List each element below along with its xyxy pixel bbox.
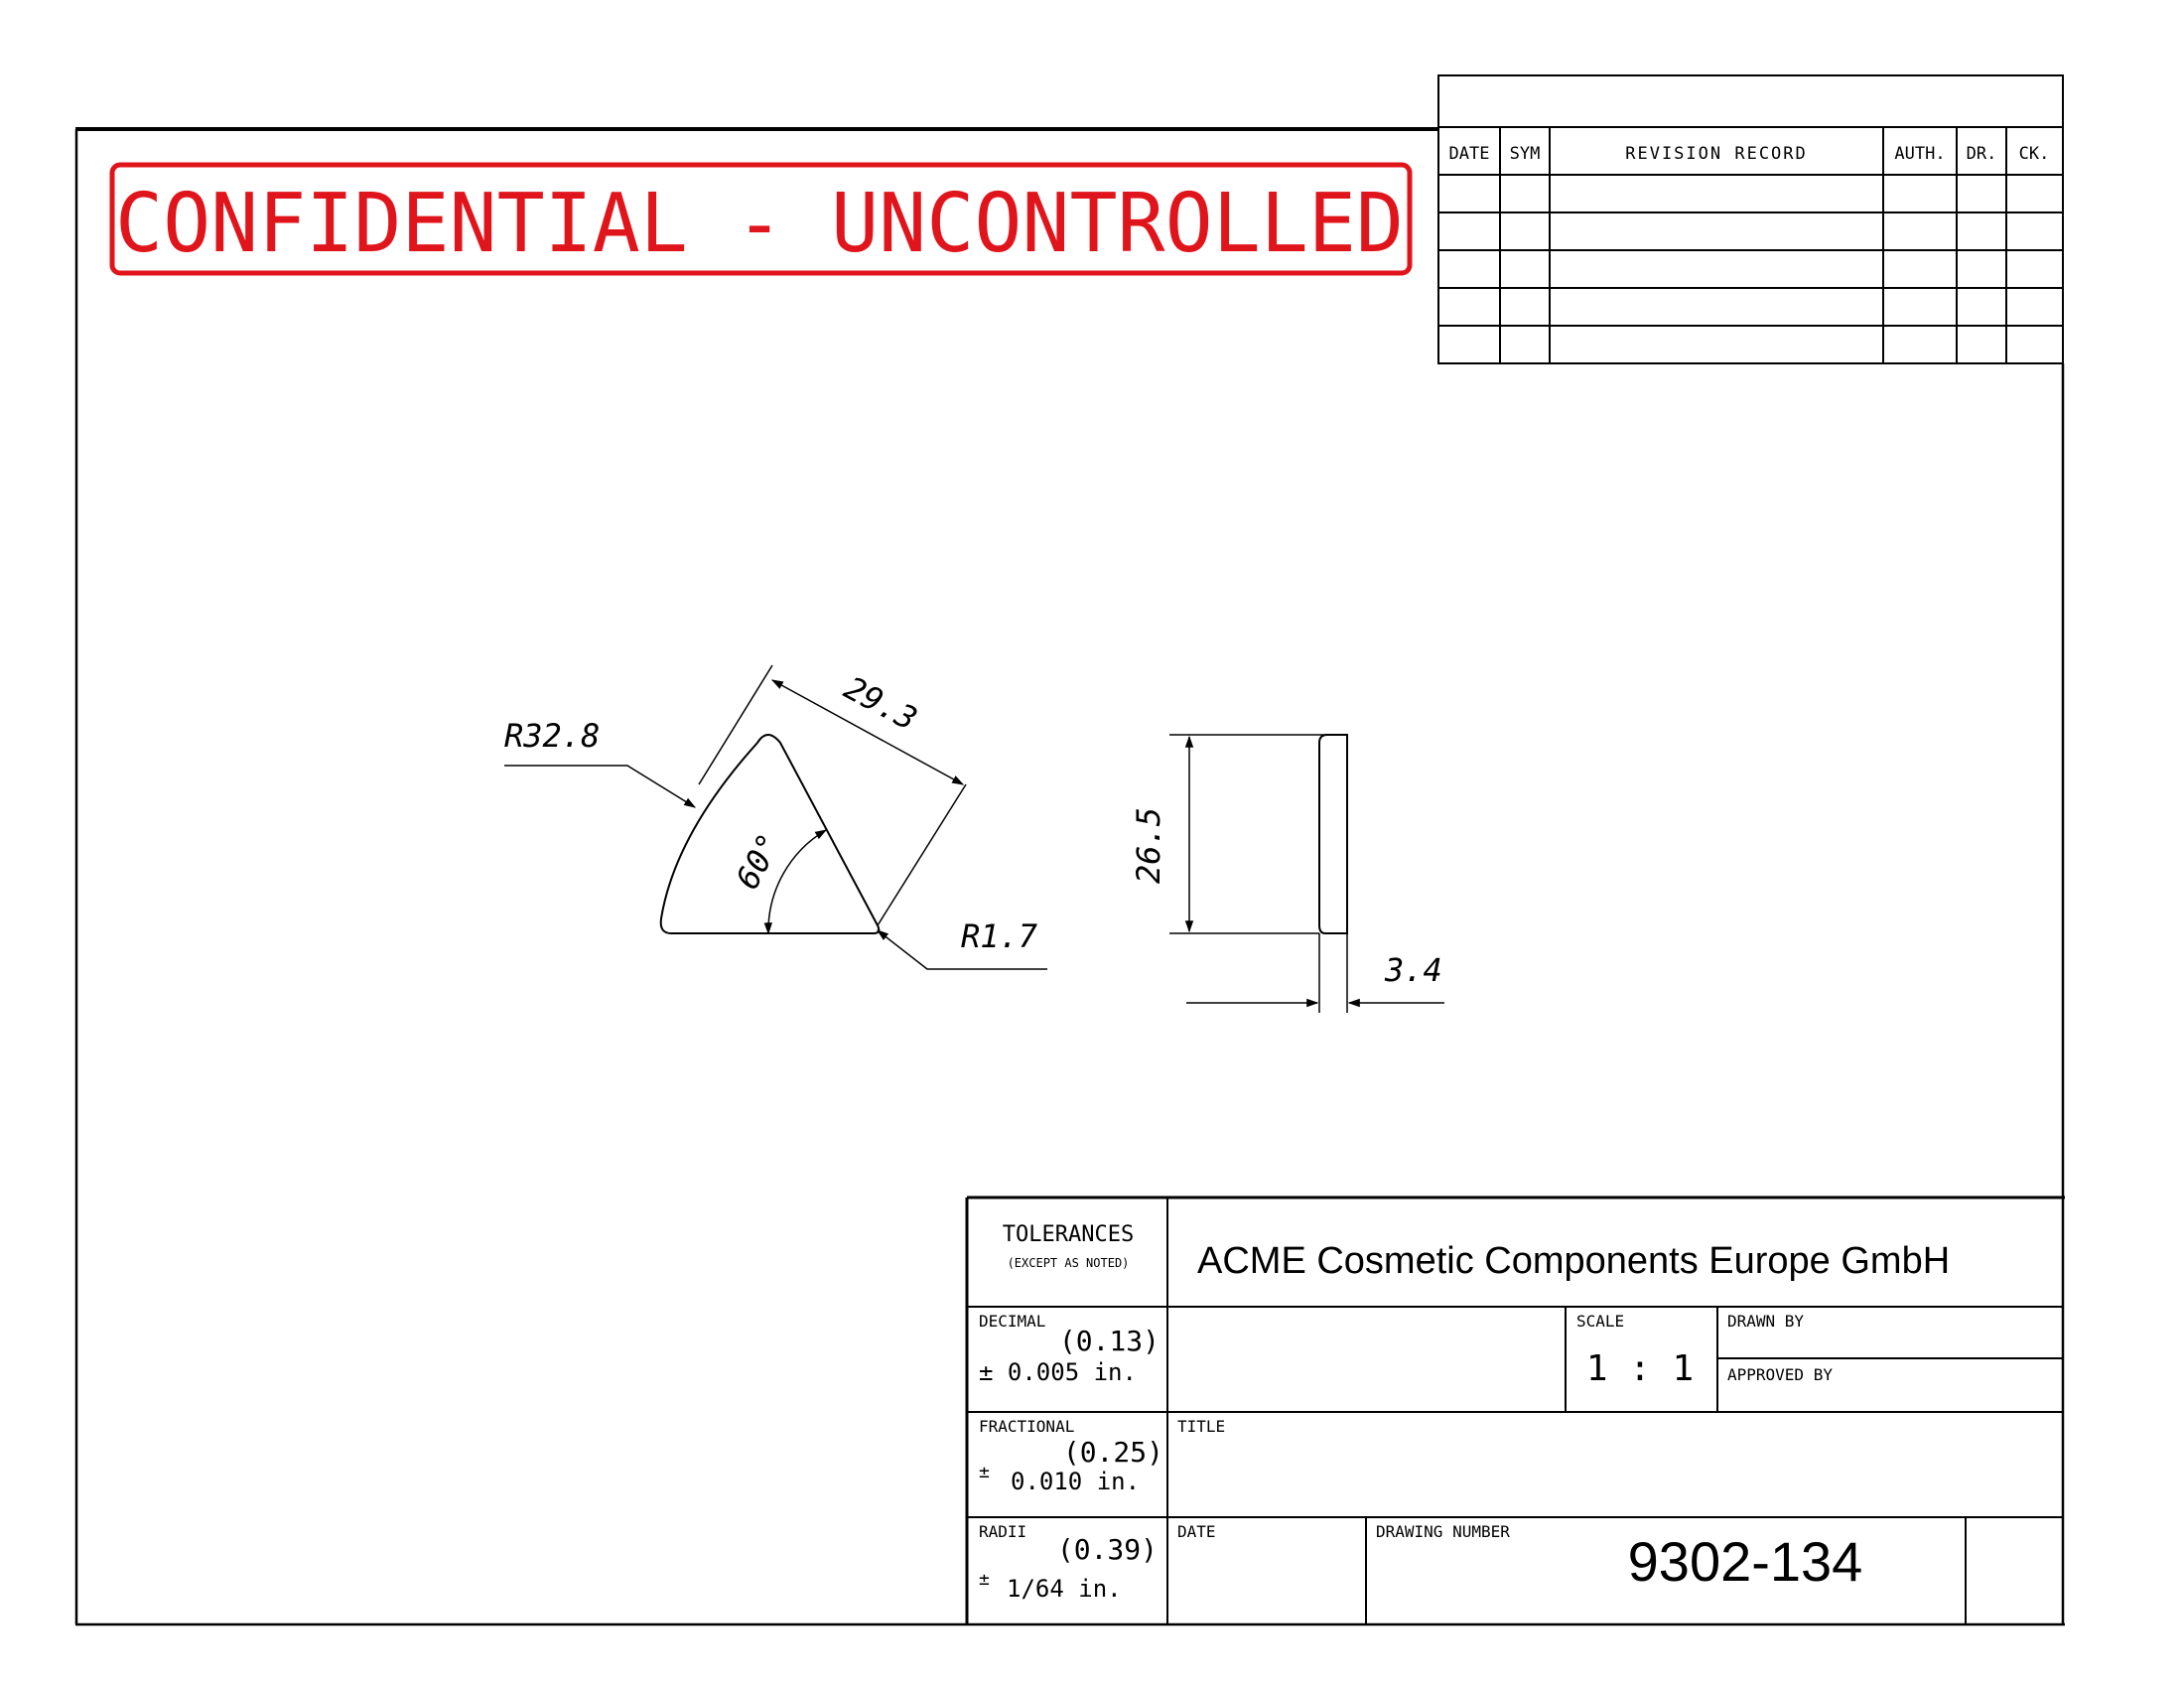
front-view-dimension-labels: R32.8 29.3 60° R1.7 xyxy=(504,669,1037,955)
tolerances-note: (EXCEPT AS NOTED) xyxy=(1008,1256,1130,1270)
rev-header-sym: SYM xyxy=(1510,144,1541,164)
decimal-label: DECIMAL xyxy=(979,1312,1045,1331)
title-block xyxy=(965,1196,2065,1624)
revision-record-table xyxy=(1437,74,2064,364)
fractional-mm: (0.25) xyxy=(1063,1436,1163,1469)
fractional-value: 0.010 in. xyxy=(1011,1468,1140,1495)
scale-value: 1 : 1 xyxy=(1586,1348,1694,1389)
stamp-text: CONFIDENTIAL - UNCONTROLLED xyxy=(115,177,1404,271)
dim-tip-radius: R1.7 xyxy=(961,917,1037,955)
dim-angle: 60° xyxy=(729,827,789,896)
fractional-plusminus: ± xyxy=(979,1462,990,1482)
fractional-label: FRACTIONAL xyxy=(979,1417,1074,1436)
drawing-number-label: DRAWING NUMBER xyxy=(1376,1522,1510,1541)
approved-by-label: APPROVED BY xyxy=(1727,1365,1833,1384)
radii-label: RADII xyxy=(979,1522,1026,1541)
part-front-view xyxy=(504,664,1047,970)
confidential-stamp: CONFIDENTIAL - UNCONTROLLED xyxy=(109,162,1413,276)
dim-side-length: 29.3 xyxy=(838,669,923,739)
title-label: TITLE xyxy=(1177,1417,1225,1436)
scale-label: SCALE xyxy=(1576,1312,1624,1331)
rev-header-dr: DR. xyxy=(1967,144,1997,164)
rev-header-auth: AUTH. xyxy=(1894,144,1945,164)
dim-outer-radius: R32.8 xyxy=(504,717,600,755)
radii-mm: (0.39) xyxy=(1057,1533,1158,1566)
part-side-view xyxy=(1169,734,1444,1013)
rev-header-ck: CK. xyxy=(2019,144,2050,164)
side-view-dimension-labels: 26.5 3.4 xyxy=(1130,807,1442,989)
drawing-border xyxy=(74,127,2065,1626)
drawing-number: 9302-134 xyxy=(1628,1530,1863,1593)
tolerances-heading: TOLERANCES xyxy=(1003,1222,1134,1247)
company-name: ACME Cosmetic Components Europe GmbH xyxy=(1197,1240,1950,1282)
date-label: DATE xyxy=(1177,1522,1216,1541)
revision-headers: DATE SYM REVISION RECORD AUTH. DR. CK. xyxy=(1449,144,2050,164)
rev-header-revision-record: REVISION RECORD xyxy=(1625,144,1808,164)
decimal-mm: (0.13) xyxy=(1059,1325,1160,1357)
radii-value: 1/64 in. xyxy=(1007,1575,1122,1603)
dim-height: 26.5 xyxy=(1130,807,1167,884)
dim-thickness: 3.4 xyxy=(1384,951,1442,989)
radii-plusminus: ± xyxy=(979,1569,990,1590)
title-block-text: TOLERANCES (EXCEPT AS NOTED) ACME Cosmet… xyxy=(979,1222,1950,1603)
rev-header-date: DATE xyxy=(1449,144,1490,164)
drawn-by-label: DRAWN BY xyxy=(1727,1312,1804,1331)
decimal-value: ± 0.005 in. xyxy=(979,1358,1137,1386)
